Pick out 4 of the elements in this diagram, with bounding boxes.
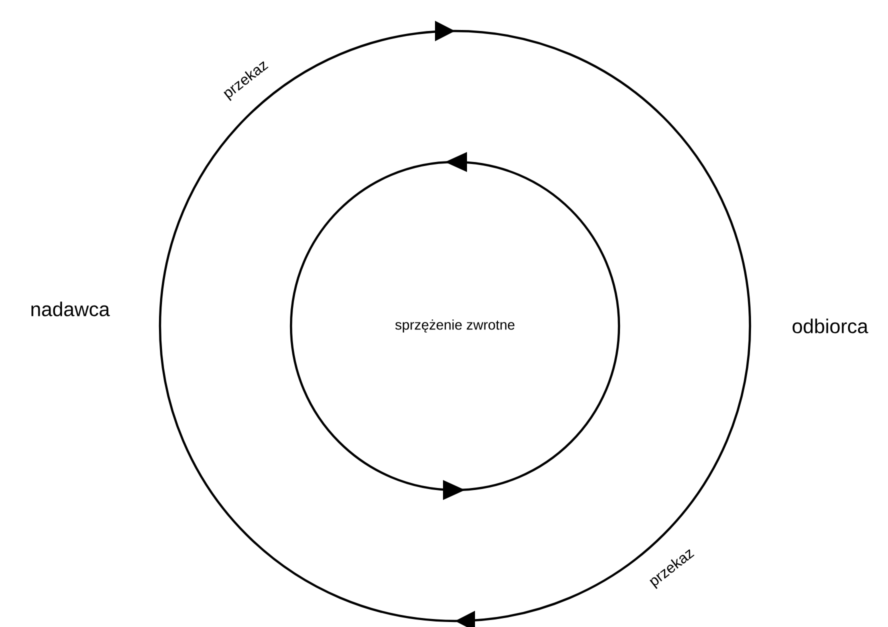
node-label: nadawca xyxy=(31,302,110,316)
node-label: odbiorca xyxy=(792,318,868,334)
arrow xyxy=(158,20,752,326)
arrow xyxy=(158,326,752,627)
